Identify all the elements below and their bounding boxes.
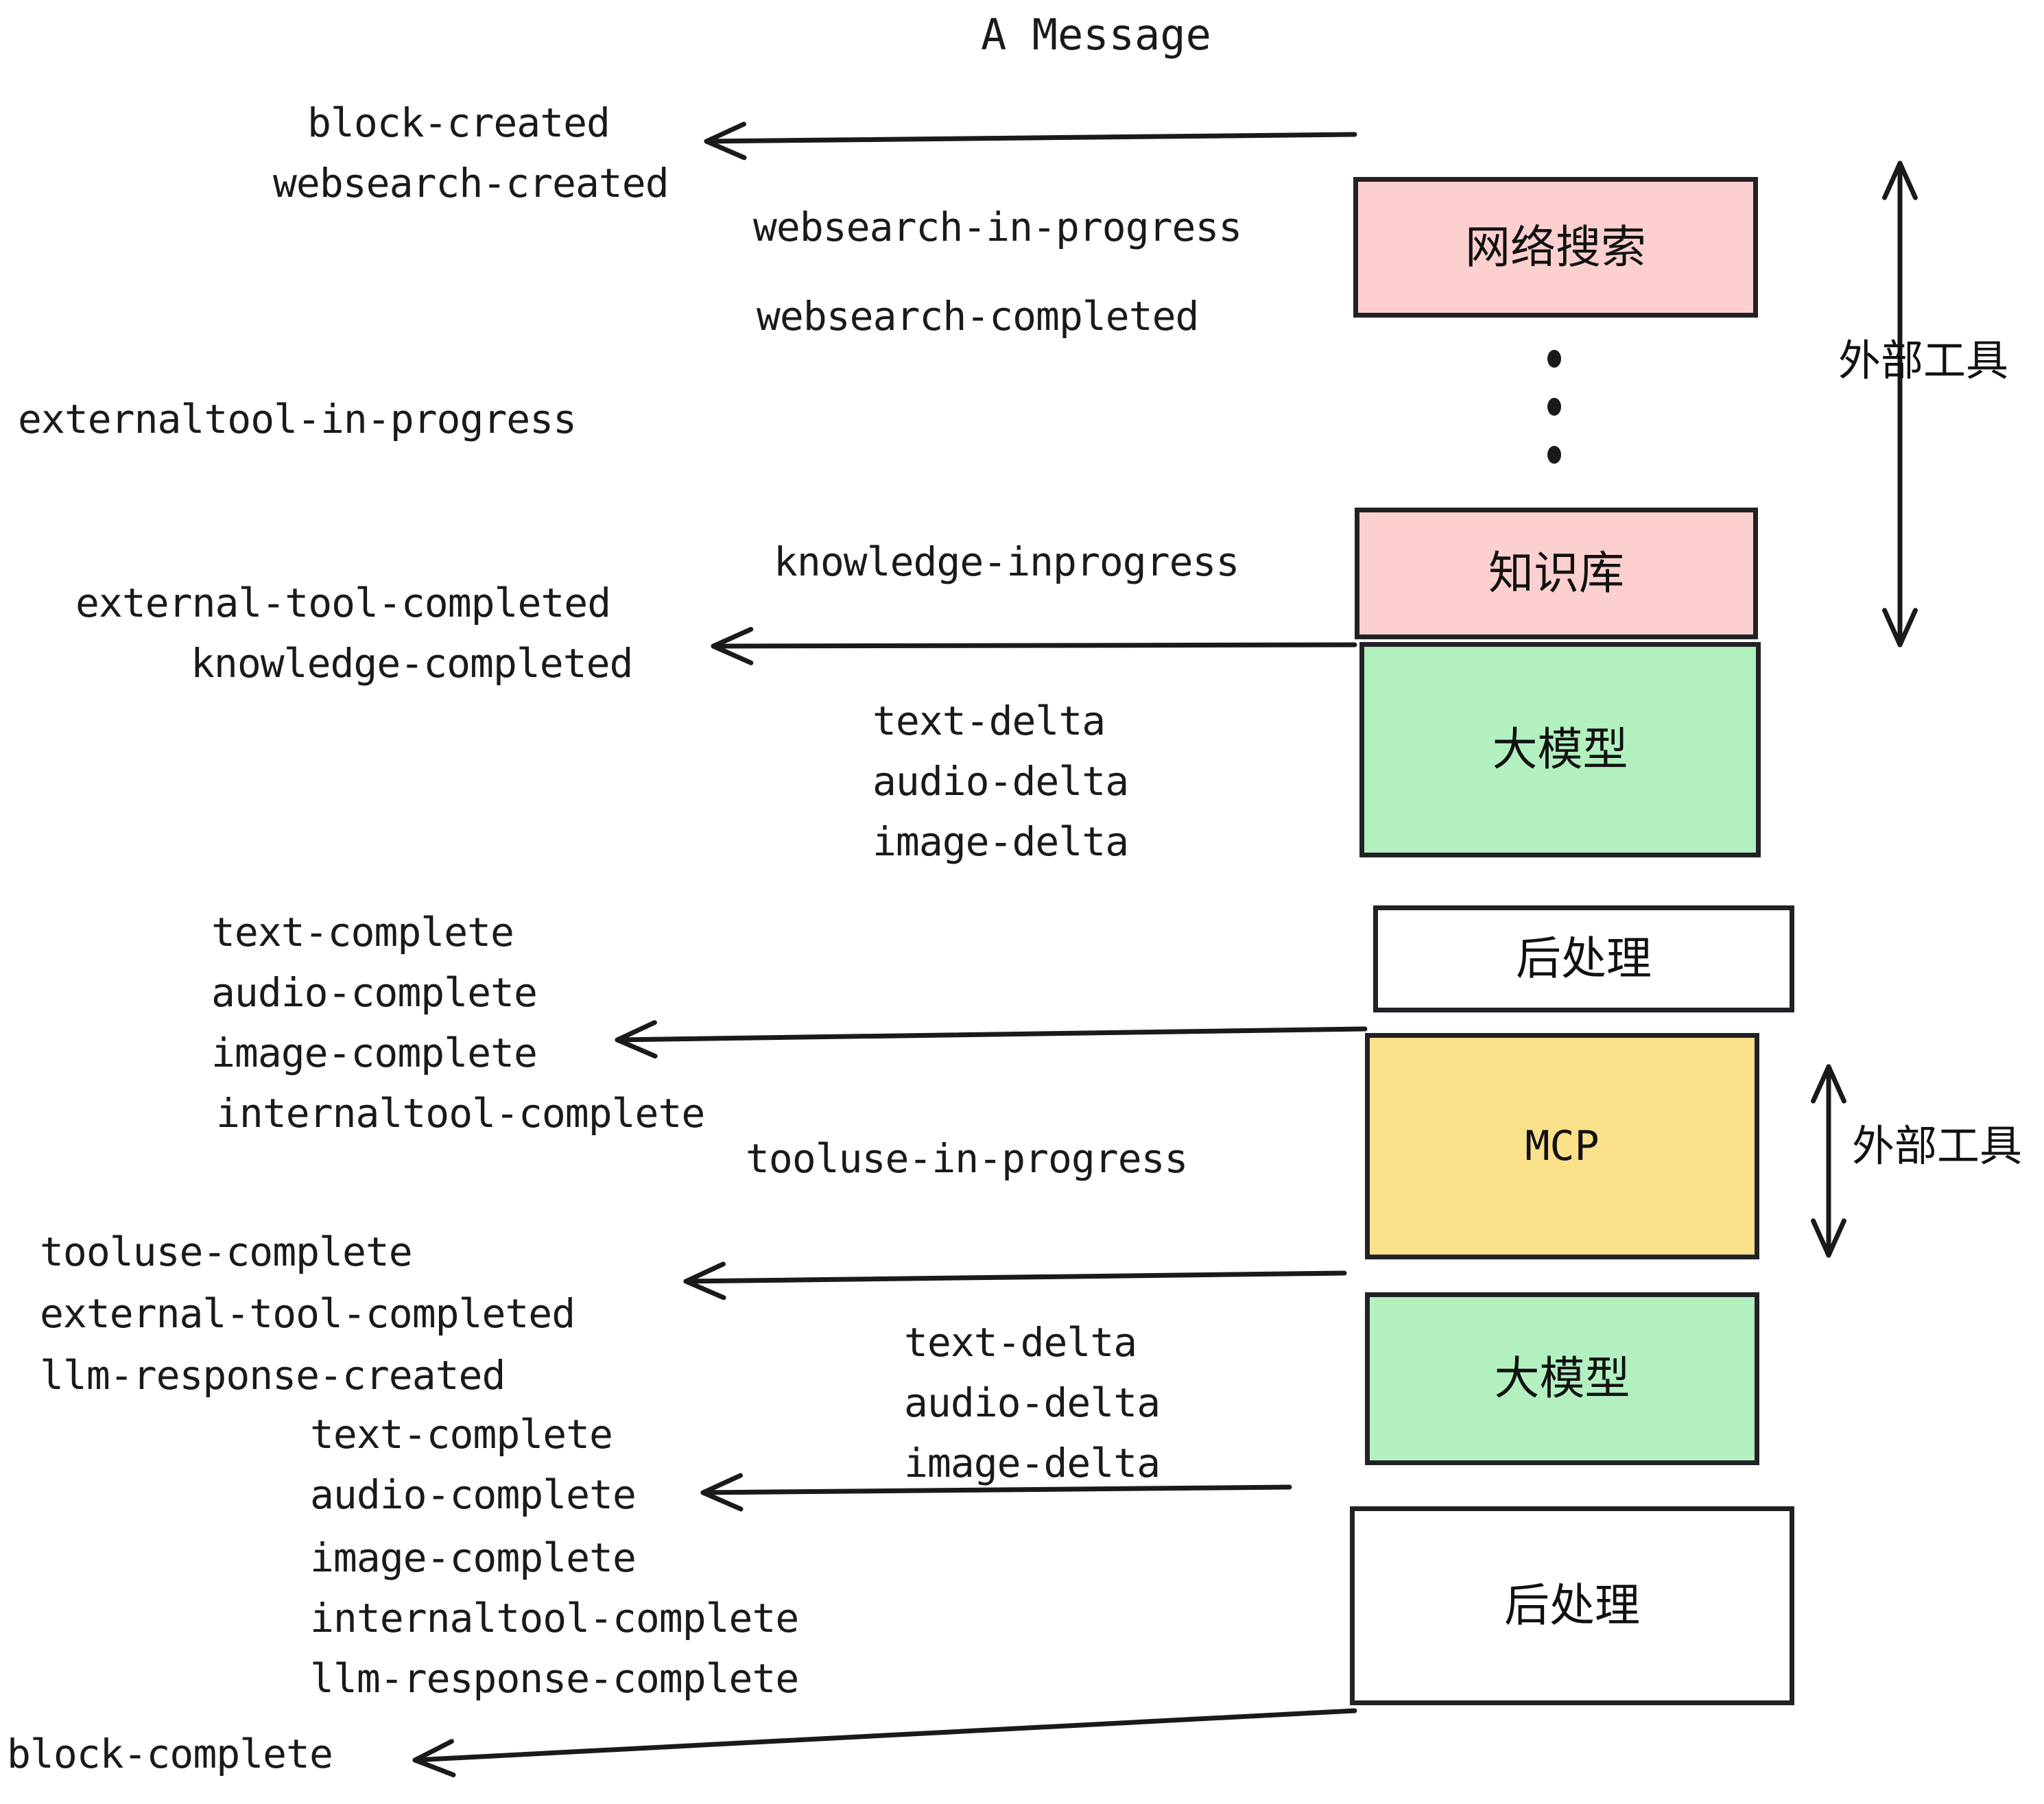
- event-label-text-complete-1: text-complete: [211, 909, 514, 956]
- box-knowledge[interactable]: 知识库: [1355, 508, 1758, 639]
- ellipsis-dot-3: [1547, 446, 1561, 464]
- arrowhead-up-external-tool-range-top: [1882, 161, 1918, 200]
- event-label-image-complete-1: image-complete: [211, 1030, 538, 1076]
- arrow-line-websearch-to-block-created: [704, 132, 1357, 144]
- event-label-websearch-created: websearch-created: [273, 160, 669, 206]
- arrowhead-mcp-to-tooluse-complete: [683, 1261, 726, 1301]
- arrowhead-knowledge-to-knowledge-completed: [711, 626, 754, 665]
- box-label-websearch: 网络搜索: [1465, 220, 1646, 274]
- event-label-audio-delta-2: audio-delta: [904, 1379, 1161, 1426]
- arrowhead-down-external-tool-range-top: [1882, 608, 1918, 648]
- event-label-tooluse-complete: tooluse-complete: [40, 1229, 413, 1275]
- arrowhead-postprocess2-to-block-complete: [412, 1739, 456, 1778]
- side-label-external-tool-top: 外部工具: [1838, 335, 2009, 385]
- box-label-postprocess-2: 后处理: [1504, 1579, 1640, 1632]
- event-label-knowledge-inprogress: knowledge-inprogress: [774, 538, 1239, 585]
- box-websearch[interactable]: 网络搜索: [1353, 177, 1758, 318]
- event-label-llm-response-created: llm-response-created: [40, 1352, 506, 1399]
- event-label-audio-delta-1: audio-delta: [872, 758, 1129, 805]
- page-title: A Message: [981, 10, 1211, 60]
- event-label-tooluse-in-progress: tooluse-in-progress: [746, 1135, 1188, 1182]
- arrow-line-knowledge-to-knowledge-completed: [711, 642, 1357, 649]
- box-label-mcp: MCP: [1525, 1122, 1600, 1170]
- event-label-text-complete-2: text-complete: [310, 1411, 613, 1458]
- event-label-external-tool-completed-1: external-tool-completed: [75, 580, 611, 626]
- event-label-llm-response-complete: llm-response-complete: [310, 1655, 799, 1702]
- event-label-image-delta-2: image-delta: [904, 1440, 1161, 1486]
- event-label-internaltool-complete-1: internaltool-complete: [216, 1090, 705, 1137]
- box-label-postprocess-1: 后处理: [1516, 932, 1652, 985]
- arrow-line-llm2-to-audio-complete: [700, 1484, 1292, 1495]
- box-postprocess-1[interactable]: 后处理: [1373, 905, 1794, 1012]
- ellipsis-dot-2: [1547, 398, 1561, 416]
- event-label-external-tool-completed-2: external-tool-completed: [40, 1290, 575, 1337]
- arrowhead-mcp-to-image-complete: [615, 1020, 658, 1059]
- box-label-knowledge: 知识库: [1488, 547, 1624, 600]
- arrow-line-postprocess2-to-block-complete: [412, 1708, 1357, 1763]
- box-mcp[interactable]: MCP: [1365, 1033, 1759, 1259]
- event-label-knowledge-completed: knowledge-completed: [191, 640, 633, 687]
- box-llm-2[interactable]: 大模型: [1365, 1292, 1759, 1465]
- event-label-websearch-in-progress: websearch-in-progress: [753, 204, 1242, 250]
- ellipsis-dot-1: [1547, 350, 1561, 368]
- event-label-externaltool-in-progress: externaltool-in-progress: [18, 396, 577, 442]
- arrowhead-websearch-to-block-created: [704, 121, 747, 161]
- box-label-llm-1: 大模型: [1492, 723, 1628, 776]
- box-label-llm-2: 大模型: [1494, 1352, 1630, 1405]
- event-label-internaltool-complete-2: internaltool-complete: [310, 1595, 799, 1641]
- event-label-text-delta-2: text-delta: [904, 1319, 1137, 1366]
- arrow-line-mcp-to-tooluse-complete: [683, 1270, 1347, 1284]
- box-postprocess-2[interactable]: 后处理: [1350, 1506, 1794, 1705]
- event-label-block-complete: block-complete: [7, 1731, 333, 1777]
- arrowhead-down-external-tool-range-bottom: [1811, 1218, 1846, 1258]
- side-label-external-tool-bottom: 外部工具: [1852, 1121, 2023, 1171]
- event-label-block-created: block-created: [307, 99, 610, 146]
- box-llm-1[interactable]: 大模型: [1359, 642, 1761, 857]
- arrowhead-up-external-tool-range-bottom: [1811, 1064, 1846, 1104]
- event-label-websearch-completed: websearch-completed: [757, 293, 1199, 340]
- event-label-text-delta-1: text-delta: [872, 698, 1106, 744]
- event-label-image-delta-1: image-delta: [872, 818, 1129, 865]
- arrowhead-llm2-to-audio-complete: [700, 1473, 744, 1512]
- event-label-image-complete-2: image-complete: [310, 1534, 637, 1581]
- arrow-line-mcp-to-image-complete: [615, 1026, 1368, 1043]
- event-label-audio-complete-1: audio-complete: [211, 969, 538, 1016]
- event-label-audio-complete-2: audio-complete: [310, 1471, 637, 1518]
